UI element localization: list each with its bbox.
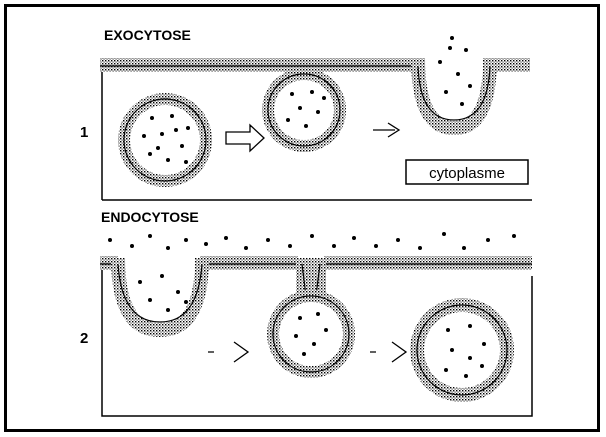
section-number-1: 1	[80, 124, 88, 141]
endocytic-vesicle-free	[410, 298, 514, 402]
cytoplasm-label: cytoplasme	[429, 165, 505, 182]
section-title-endocytose: ENDOCYTOSE	[101, 209, 199, 225]
secretory-vesicle-2	[262, 68, 346, 152]
arrow-right-icon	[226, 125, 264, 151]
arrow-right-icon	[208, 342, 248, 362]
exocytosis-panel: cytoplasme	[100, 36, 532, 200]
section-number-2: 2	[80, 330, 88, 347]
section-title-exocytose: EXOCYTOSE	[104, 27, 191, 43]
endocytosis-panel	[100, 232, 532, 416]
endocytic-vesicle-budding	[267, 290, 355, 378]
arrow-right-icon	[370, 342, 406, 362]
secretory-vesicle-1	[118, 93, 212, 187]
arrow-right-icon	[373, 123, 399, 137]
